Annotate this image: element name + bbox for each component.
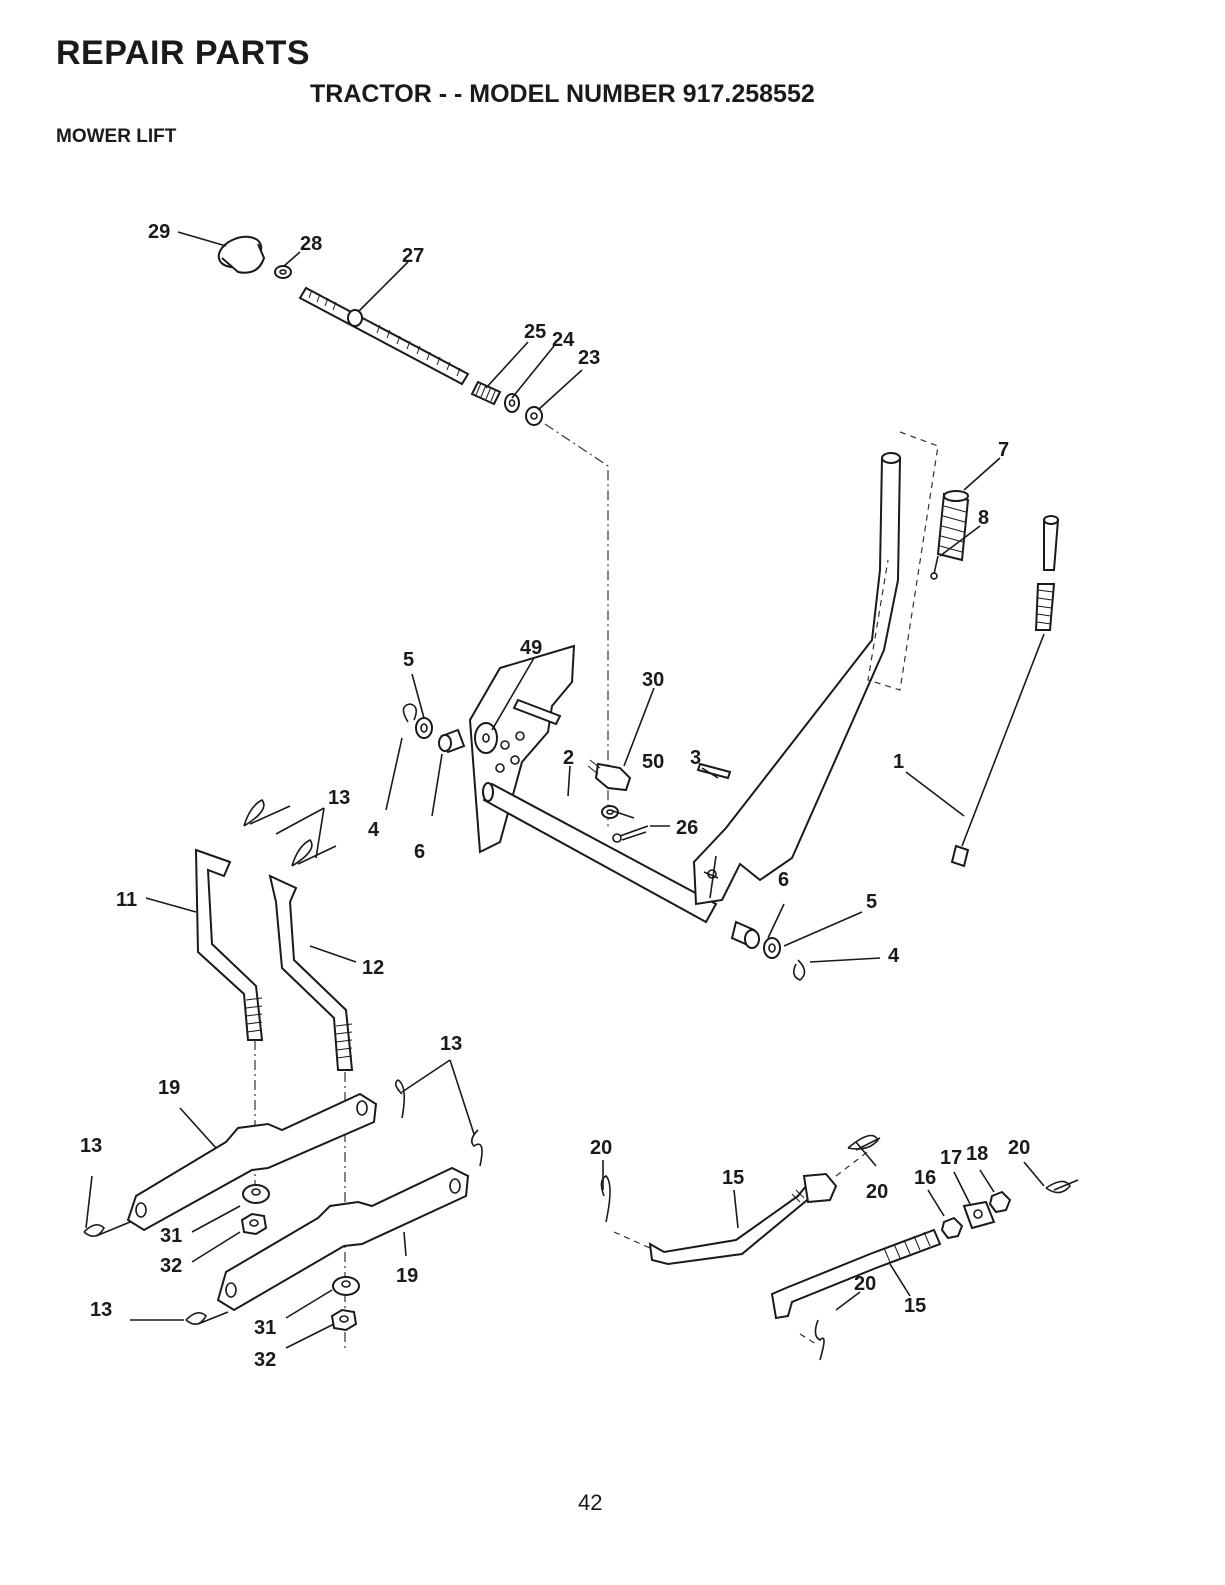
- callout-13-right: 13: [440, 1033, 462, 1055]
- callout-19-lower: 19: [396, 1265, 418, 1287]
- cross-shaft-part-2: [483, 783, 716, 922]
- nut-part-28: [275, 266, 291, 278]
- washer-part-5-left: [416, 718, 432, 738]
- nut-part-18: [990, 1192, 1010, 1212]
- callout-49: 49: [520, 637, 542, 659]
- callout-32-upper: 32: [160, 1255, 182, 1277]
- clip-part-4-right: [794, 960, 805, 980]
- callout-5-right: 5: [866, 891, 877, 913]
- callout-13-bottom: 13: [90, 1299, 112, 1321]
- callout-25: 25: [524, 321, 546, 343]
- callout-13-left: 13: [80, 1135, 102, 1157]
- callout-24: 24: [552, 329, 575, 351]
- callout-15-lower: 15: [904, 1295, 926, 1317]
- callout-11: 11: [116, 889, 137, 911]
- hairpin-part-20: [601, 1136, 1078, 1361]
- callout-20-right: 20: [1008, 1137, 1030, 1159]
- link-part-11: [196, 850, 262, 1040]
- bushing-part-6-right: [732, 922, 759, 948]
- callout-13-upper: 13: [328, 787, 350, 809]
- pin-part-26: [613, 826, 648, 842]
- callout-23: 23: [578, 347, 600, 369]
- callout-17: 17: [940, 1147, 962, 1169]
- callout-3: 3: [690, 747, 701, 769]
- callout-20-mid: 20: [866, 1181, 888, 1203]
- callout-4-left: 4: [368, 819, 380, 841]
- rod-15-guide-c: [800, 1334, 816, 1344]
- spring-part-25: [472, 382, 500, 404]
- callout-28: 28: [300, 233, 322, 255]
- washer-part-24: [505, 394, 519, 412]
- nut-part-16: [942, 1218, 962, 1238]
- spacer-part-31-lower: [333, 1277, 359, 1295]
- nut-part-23: [526, 407, 542, 425]
- callout-26: 26: [676, 817, 698, 839]
- bushing-part-6-left: [439, 730, 464, 752]
- spacer-part-31-upper: [243, 1185, 269, 1203]
- washer-part-5-right: [764, 938, 780, 958]
- callout-8: 8: [978, 507, 989, 529]
- rod-part-1: [952, 516, 1058, 866]
- nut-part-32-lower: [332, 1310, 356, 1330]
- callout-30: 30: [642, 669, 664, 691]
- lift-handle: [694, 453, 900, 904]
- callout-27: 27: [402, 245, 424, 267]
- bolt-part-30: [588, 760, 630, 790]
- nut-part-32-upper: [242, 1214, 266, 1234]
- callout-29: 29: [148, 221, 170, 243]
- block-part-17: [964, 1202, 994, 1228]
- callout-15-upper: 15: [722, 1167, 744, 1189]
- callout-5-left: 5: [403, 649, 414, 671]
- callout-50: 50: [642, 751, 664, 773]
- callout-6-right: 6: [778, 869, 789, 891]
- callout-12: 12: [362, 957, 384, 979]
- callout-31-upper: 31: [160, 1225, 182, 1247]
- callout-32-lower: 32: [254, 1349, 276, 1371]
- link-part-12: [270, 876, 352, 1070]
- callout-1: 1: [893, 751, 904, 773]
- grip-part-7: [938, 491, 968, 560]
- callout-4-right: 4: [888, 945, 900, 967]
- callout-6-left: 6: [414, 841, 425, 863]
- callout-31-lower: 31: [254, 1317, 276, 1339]
- clip-part-4-left: [403, 704, 416, 722]
- callout-18: 18: [966, 1143, 988, 1165]
- callout-2: 2: [563, 747, 574, 769]
- threaded-rod-part-27: [300, 288, 468, 384]
- callout-7: 7: [998, 439, 1009, 461]
- callout-16: 16: [914, 1167, 936, 1189]
- rod-15-guide-a: [614, 1232, 650, 1248]
- screw-part-8: [931, 556, 938, 579]
- page-number: 42: [578, 1490, 602, 1516]
- callout-19-upper: 19: [158, 1077, 180, 1099]
- callout-20-lower: 20: [854, 1273, 876, 1295]
- hairpin-upper-13: [244, 800, 336, 866]
- knob-part-29: [215, 231, 266, 272]
- callout-20-left: 20: [590, 1137, 612, 1159]
